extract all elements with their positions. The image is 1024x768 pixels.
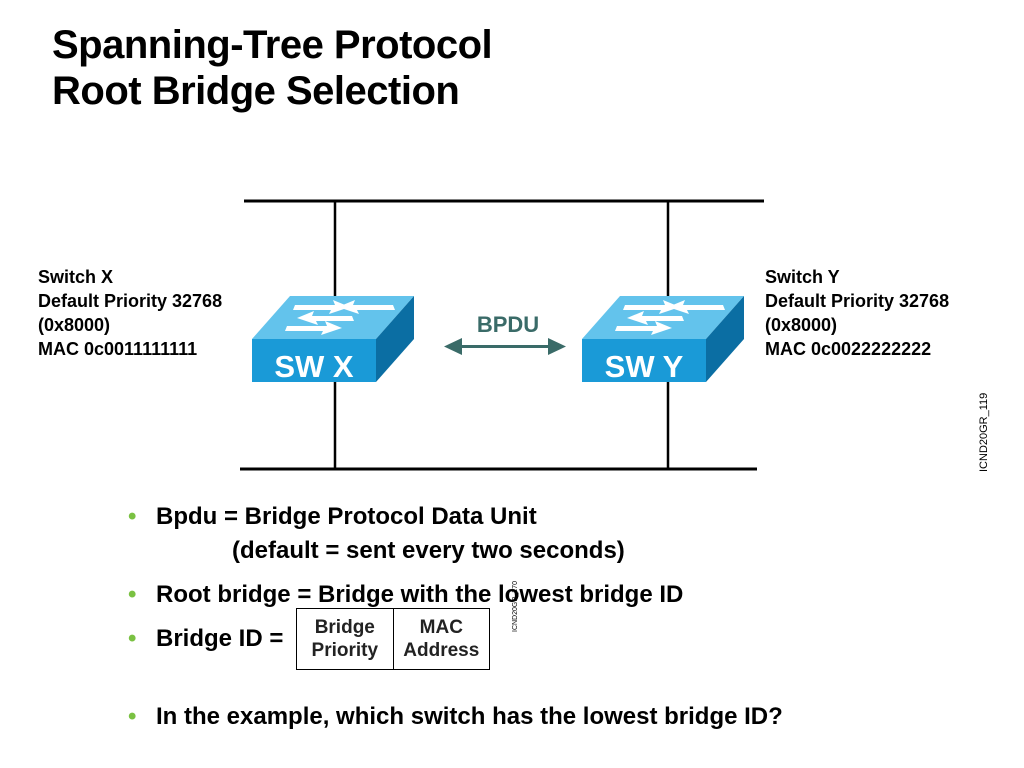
bullet-dot: •	[128, 503, 137, 530]
bpdu-double-arrow-icon	[444, 338, 566, 355]
switch-y-priority-hex: (0x8000)	[765, 315, 837, 335]
bullet-dot: •	[128, 581, 137, 608]
bullet-bpdu-line-2: (default = sent every two seconds)	[232, 537, 625, 564]
switch-y-name: Switch Y	[765, 267, 840, 287]
bpdu-label: BPDU	[477, 312, 539, 337]
switch-y-info: Switch Y Default Priority 32768 (0x8000)…	[765, 267, 949, 359]
bullet-list: • Bpdu = Bridge Protocol Data Unit (defa…	[128, 500, 783, 734]
mac-address-line-2: Address	[403, 640, 480, 661]
switch-y-icon: SW Y	[582, 296, 744, 384]
bullet-bpdu-definition: • Bpdu = Bridge Protocol Data Unit (defa…	[128, 500, 783, 578]
switch-y-icon-label: SW Y	[605, 349, 684, 384]
bullet-root-bridge: • Root bridge = Bridge with the lowest b…	[128, 578, 783, 622]
bullet-bridge-id-text: Bridge ID =	[156, 625, 284, 652]
stp-diagram: SW X SW Y BPDU Switch X Default Priority…	[38, 199, 990, 472]
switch-x-icon-label: SW X	[274, 349, 354, 384]
slide-title: Spanning-Tree Protocol Root Bridge Selec…	[52, 22, 493, 114]
figure-code: ICND20GR_119	[978, 393, 990, 472]
switch-x-name: Switch X	[38, 267, 113, 287]
bullet-question-text: In the example, which switch has the low…	[156, 703, 783, 730]
bullet-root-bridge-text: Root bridge = Bridge with the lowest bri…	[156, 581, 684, 608]
switch-x-mac: MAC 0c0011111111	[38, 339, 197, 359]
bullet-bpdu-line-1: Bpdu = Bridge Protocol Data Unit	[156, 503, 537, 530]
slide-title-line-2: Root Bridge Selection	[52, 69, 460, 113]
bullet-question: • In the example, which switch has the l…	[128, 700, 783, 734]
mac-address-line-1: MAC	[419, 617, 463, 638]
bridge-priority-line-1: Bridge	[314, 617, 375, 638]
bridge-id-figure-code: ICND20GR_270	[512, 581, 519, 632]
switch-x-arrows-icon	[285, 300, 395, 335]
switch-y-priority: Default Priority 32768	[765, 291, 949, 311]
switch-x-icon: SW X	[252, 296, 414, 384]
bullet-dot: •	[128, 703, 137, 730]
slide-title-line-1: Spanning-Tree Protocol	[52, 23, 493, 67]
switch-x-priority-hex: (0x8000)	[38, 315, 110, 335]
switch-y-mac: MAC 0c0022222222	[765, 339, 931, 359]
switch-x-priority: Default Priority 32768	[38, 291, 222, 311]
switch-x-info: Switch X Default Priority 32768 (0x8000)…	[38, 267, 222, 359]
switch-y-arrows-icon	[615, 300, 725, 335]
bridge-priority-line-2: Priority	[311, 640, 379, 661]
bullet-dot: •	[128, 625, 137, 652]
